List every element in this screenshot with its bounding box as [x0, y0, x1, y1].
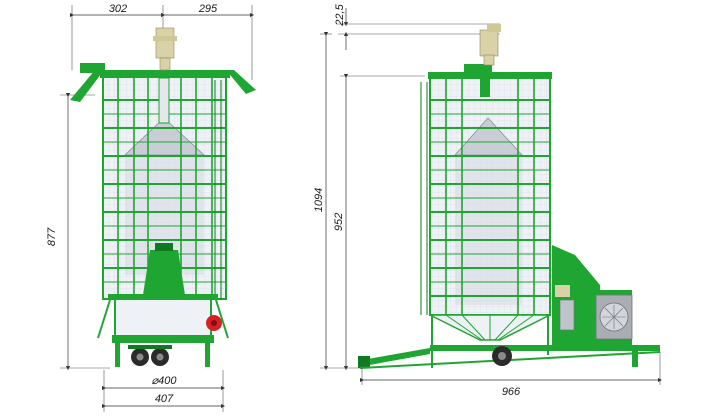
dim-1094: 1094 — [313, 188, 325, 212]
side-auger — [358, 348, 430, 368]
dim-407: 407 — [155, 393, 174, 405]
side-bottom-cone — [429, 314, 551, 341]
front-roof — [70, 63, 256, 102]
front-chimney — [153, 27, 177, 71]
side-body-height-dimension: 952 — [333, 73, 425, 371]
dim-22-5: 22,5 — [334, 3, 346, 26]
side-roof — [428, 64, 552, 97]
side-silo-body — [420, 77, 551, 316]
dim-400: ⌀400 — [152, 375, 178, 387]
side-base-frame — [359, 345, 661, 369]
side-fan-unit — [552, 245, 633, 350]
dim-952: 952 — [333, 213, 345, 231]
side-top-offset-dimension: 22,5 — [334, 3, 500, 50]
front-bottom-dimension: ⌀400 407 — [101, 370, 226, 412]
front-base — [97, 294, 229, 367]
front-view: 302 295 877 — [46, 3, 256, 412]
front-top-dimension: 302 295 — [69, 3, 255, 80]
dim-295: 295 — [198, 3, 218, 15]
front-burner — [143, 243, 185, 295]
front-center-tube — [158, 77, 170, 124]
side-total-height-dimension: 1094 — [313, 31, 360, 371]
side-length-dimension: 966 — [359, 352, 663, 398]
dim-877: 877 — [46, 227, 58, 246]
dim-966: 966 — [502, 386, 521, 398]
dim-302: 302 — [109, 3, 127, 15]
side-view: 22,5 1094 952 — [313, 3, 663, 398]
side-chimney — [479, 24, 501, 66]
front-height-dimension: 877 — [46, 92, 110, 371]
